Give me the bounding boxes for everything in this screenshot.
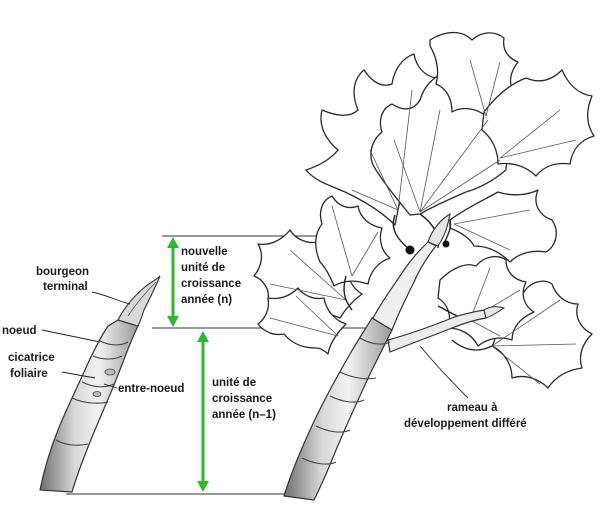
label-line: cicatrice bbox=[8, 352, 55, 364]
noeud-label: noeud bbox=[2, 325, 100, 342]
label-line: année (n–1) bbox=[212, 409, 276, 421]
label-line: noeud bbox=[2, 325, 37, 337]
leaf-scar bbox=[93, 392, 101, 397]
label-line: croissance bbox=[181, 278, 241, 290]
label-line: unité de bbox=[212, 377, 256, 389]
label-line: nouvelle bbox=[181, 246, 228, 258]
arrow-unite-precedente bbox=[197, 331, 209, 492]
label-line: bourgeon bbox=[36, 266, 89, 278]
label-line: rameau à bbox=[447, 402, 498, 414]
arrow-head-down bbox=[167, 316, 179, 327]
leader-line bbox=[42, 330, 100, 342]
fig-leaf-large-right bbox=[450, 190, 556, 262]
arrow-head-up bbox=[197, 331, 209, 342]
nouvelle-unite-label: nouvelle unité de croissance année (n) bbox=[181, 246, 241, 306]
label-line: entre-noeud bbox=[118, 383, 184, 395]
label-line: développement différé bbox=[404, 418, 527, 430]
label-line: année (n) bbox=[181, 294, 232, 306]
left-twig-stem bbox=[40, 320, 138, 492]
label-line: croissance bbox=[212, 393, 272, 405]
node-dot bbox=[443, 241, 450, 248]
arrow-head-down bbox=[197, 481, 209, 492]
leaf-scar bbox=[105, 369, 115, 375]
arrow-head-up bbox=[167, 237, 179, 248]
leader-line bbox=[420, 346, 468, 398]
label-line: unité de bbox=[181, 262, 225, 274]
leader-line bbox=[92, 292, 130, 304]
arrow-nouvelle-unite bbox=[167, 237, 179, 327]
node-dot bbox=[406, 246, 415, 255]
bourgeon-terminal-label: bourgeon terminal bbox=[36, 266, 130, 304]
cicatrice-foliaire-label: cicatrice foliaire bbox=[8, 352, 95, 380]
entre-noeud-label: entre-noeud bbox=[104, 383, 184, 395]
unite-precedente-label: unité de croissance année (n–1) bbox=[212, 377, 276, 421]
label-line: foliaire bbox=[10, 368, 48, 380]
label-line: terminal bbox=[43, 281, 88, 293]
